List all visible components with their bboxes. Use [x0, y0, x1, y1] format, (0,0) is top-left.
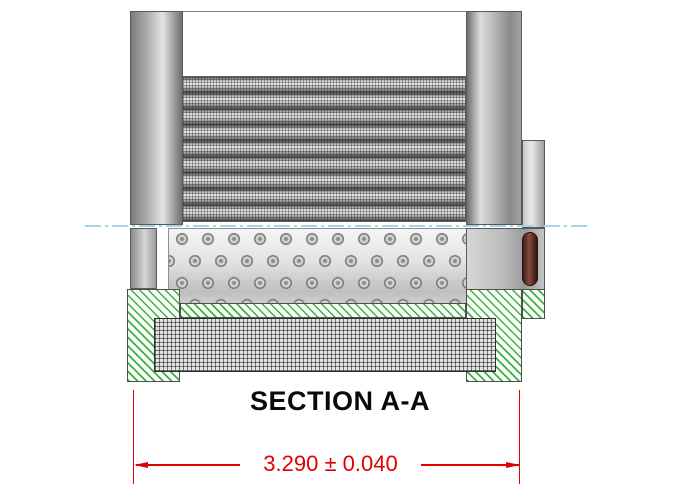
section-hatch-right-overhang	[522, 289, 545, 319]
end-cap-right	[466, 11, 522, 225]
section-label: SECTION A-A	[250, 386, 430, 416]
dimension-extension-line-left	[133, 390, 134, 484]
centerline	[85, 225, 590, 227]
dimension-arrow-right	[506, 462, 520, 468]
section-hatch-strip	[180, 303, 466, 318]
dimension-line-right	[421, 464, 519, 466]
pleated-filter-media	[182, 76, 466, 222]
perforated-core-tube	[168, 228, 468, 304]
dimension-line-left	[136, 464, 240, 466]
oring-seal	[522, 232, 538, 286]
dimension-text: 3.290 ± 0.040	[263, 451, 398, 476]
dimension-extension-line-right	[519, 390, 520, 484]
wire-mesh-band	[154, 318, 496, 372]
dimension-arrow-left	[134, 462, 148, 468]
end-cap-left	[130, 11, 183, 225]
right-adapter-block	[522, 140, 545, 228]
end-cap-left-lower	[130, 228, 157, 289]
element-top-edge-line	[130, 11, 522, 12]
